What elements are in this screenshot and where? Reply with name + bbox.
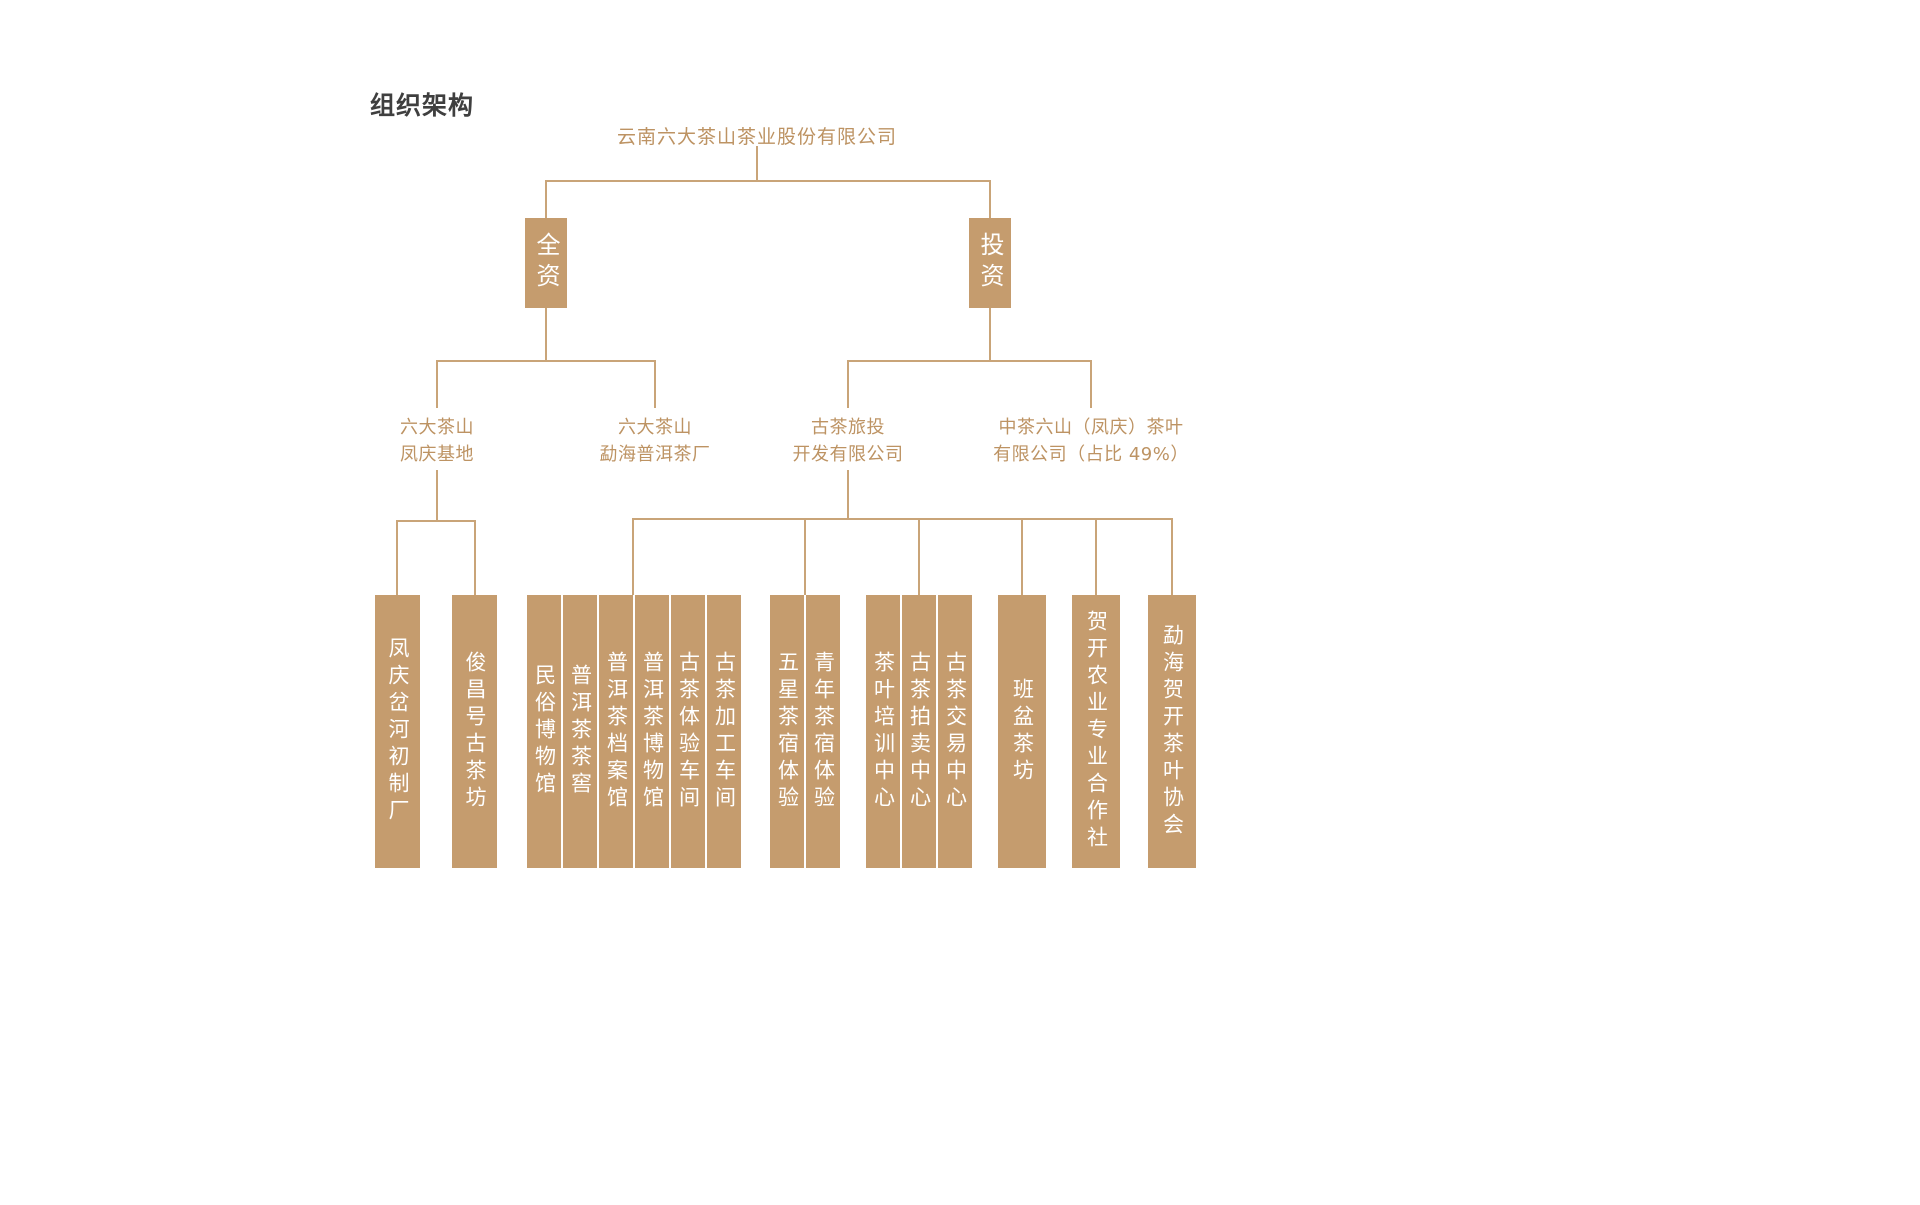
relation-box-wholly-owned: 全资 bbox=[525, 218, 567, 308]
subsidiary-label-gucha-lvtou: 古茶旅投 开发有限公司 bbox=[723, 414, 973, 468]
unit-box-puer-tea-museum: 普洱茶博物馆 bbox=[635, 595, 669, 868]
unit-box-tea-processing-workshop: 古茶加工车间 bbox=[707, 595, 741, 868]
connector-wholly-owned-down bbox=[545, 308, 547, 360]
connector-investment-drop bbox=[989, 180, 991, 218]
connector-unit-drop bbox=[1095, 518, 1097, 595]
subsidiary-name-line: 勐海普洱茶厂 bbox=[599, 444, 711, 465]
relation-label-wholly-owned: 全资 bbox=[532, 232, 560, 294]
connector-wholly-owned-drop bbox=[545, 180, 547, 218]
unit-label: 普洱茶博物馆 bbox=[640, 650, 665, 813]
subsidiary-name-line: 有限公司（占比 49%） bbox=[993, 444, 1189, 465]
unit-box-fengqing-chahe-factory: 凤庆岔河初制厂 bbox=[375, 595, 420, 868]
connector-gucha-lvtou-drop bbox=[847, 360, 849, 408]
unit-label: 五星茶宿体验 bbox=[775, 650, 800, 813]
unit-label: 古茶体验车间 bbox=[676, 650, 701, 813]
connector-tier1-horizontal bbox=[545, 180, 991, 182]
unit-label: 凤庆岔河初制厂 bbox=[386, 637, 410, 826]
relation-box-investment: 投资 bbox=[969, 218, 1011, 308]
unit-box-junchanghao-teahouse: 俊昌号古茶坊 bbox=[452, 595, 497, 868]
connector-gucha-lvtou-down bbox=[847, 470, 849, 518]
connector-menghai-factory-drop bbox=[654, 360, 656, 408]
unit-label: 班盆茶坊 bbox=[1010, 677, 1035, 786]
unit-label: 普洱茶档案馆 bbox=[604, 650, 629, 813]
unit-box-tea-experience-workshop: 古茶体验车间 bbox=[671, 595, 705, 868]
unit-box-five-star-tea-lodge: 五星茶宿体验 bbox=[770, 595, 804, 868]
unit-label: 贺开农业专业合作社 bbox=[1084, 610, 1109, 853]
unit-box-folk-museum: 民俗博物馆 bbox=[527, 595, 561, 868]
subsidiary-name-line: 中茶六山（凤庆）茶叶 bbox=[998, 417, 1184, 438]
root-company-label: 云南六大茶山茶业股份有限公司 bbox=[616, 126, 897, 148]
connector-unit-drop bbox=[804, 518, 806, 595]
subsidiary-name-line: 六大茶山 bbox=[618, 417, 692, 438]
unit-label: 勐海贺开茶叶协会 bbox=[1160, 623, 1185, 840]
page-title: 组织架构 bbox=[370, 91, 475, 120]
subsidiary-label-zhongcha-liushan: 中茶六山（凤庆）茶叶 有限公司（占比 49%） bbox=[951, 414, 1231, 468]
unit-box-tea-training-center: 茶叶培训中心 bbox=[866, 595, 900, 868]
connector-investment-children-horizontal bbox=[847, 360, 1092, 362]
unit-box-tea-trading-center: 古茶交易中心 bbox=[938, 595, 972, 868]
connector-wholly-owned-children-horizontal bbox=[436, 360, 656, 362]
connector-unit-drop bbox=[1171, 518, 1173, 595]
unit-label: 青年茶宿体验 bbox=[811, 650, 836, 813]
subsidiary-name-line: 古茶旅投 bbox=[811, 417, 885, 438]
relation-label-investment: 投资 bbox=[976, 232, 1004, 294]
connector-fengqing-units-horizontal bbox=[396, 520, 476, 522]
connector-fengqing-base-down bbox=[436, 470, 438, 520]
subsidiary-name-line: 开发有限公司 bbox=[792, 444, 904, 465]
connector-root-drop bbox=[756, 146, 758, 180]
subsidiary-label-fengqing-base: 六大茶山 凤庆基地 bbox=[312, 414, 562, 468]
connector-unit-drop bbox=[632, 518, 634, 595]
connector-unit-drop bbox=[396, 520, 398, 595]
unit-box-tea-auction-center: 古茶拍卖中心 bbox=[902, 595, 936, 868]
connector-fengqing-base-drop bbox=[436, 360, 438, 408]
connector-investment-down bbox=[989, 308, 991, 360]
subsidiary-label-menghai-factory: 六大茶山 勐海普洱茶厂 bbox=[530, 414, 780, 468]
connector-unit-drop bbox=[1021, 518, 1023, 595]
unit-box-puer-tea-archive: 普洱茶档案馆 bbox=[599, 595, 633, 868]
unit-label: 茶叶培训中心 bbox=[871, 650, 896, 813]
subsidiary-name-line: 凤庆基地 bbox=[400, 444, 474, 465]
unit-label: 古茶拍卖中心 bbox=[907, 650, 932, 813]
unit-box-hekai-agricultural-cooperative: 贺开农业专业合作社 bbox=[1072, 595, 1120, 868]
unit-box-puer-tea-cellar: 普洱茶茶窖 bbox=[563, 595, 597, 868]
unit-label: 民俗博物馆 bbox=[532, 664, 557, 799]
unit-box-youth-tea-lodge: 青年茶宿体验 bbox=[806, 595, 840, 868]
unit-label: 普洱茶茶窖 bbox=[568, 664, 593, 799]
connector-unit-drop bbox=[918, 518, 920, 595]
unit-box-menghai-hekai-tea-association: 勐海贺开茶叶协会 bbox=[1148, 595, 1196, 868]
connector-zhongcha-drop bbox=[1090, 360, 1092, 408]
connector-gucha-units-horizontal bbox=[632, 518, 1173, 520]
unit-label: 古茶交易中心 bbox=[943, 650, 968, 813]
unit-label: 俊昌号古茶坊 bbox=[463, 650, 487, 813]
unit-box-banpen-teahouse: 班盆茶坊 bbox=[998, 595, 1046, 868]
subsidiary-name-line: 六大茶山 bbox=[400, 417, 474, 438]
unit-label: 古茶加工车间 bbox=[712, 650, 737, 813]
connector-unit-drop bbox=[474, 520, 476, 595]
